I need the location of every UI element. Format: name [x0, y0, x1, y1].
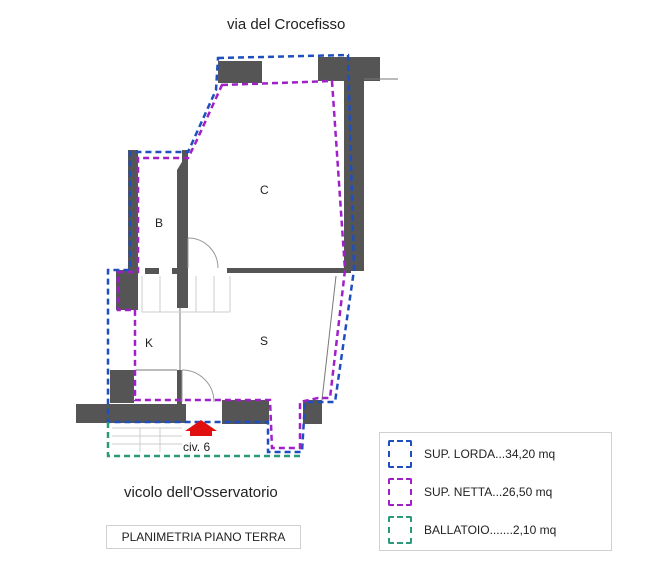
- wall-segment: [172, 268, 188, 274]
- legend-label-net: SUP. NETTA...26,50 mq: [424, 485, 553, 499]
- legend-swatch-net: [388, 478, 412, 506]
- wall-segment: [177, 370, 182, 404]
- entrance-label: civ. 6: [183, 440, 210, 454]
- wall-segment: [177, 152, 188, 308]
- room-label-b: B: [155, 216, 163, 230]
- legend-item-net: SUP. NETTA...26,50 mq: [388, 476, 552, 508]
- door-swings: [181, 237, 219, 403]
- net-area-outline: [116, 79, 347, 450]
- wall-segment: [128, 150, 138, 272]
- street-name-bottom: vicolo dell'Osservatorio: [124, 484, 278, 501]
- stairs: [112, 276, 231, 452]
- legend-label-balcony: BALLATOIO.......2,10 mq: [424, 523, 557, 537]
- legend: SUP. LORDA...34,20 mq SUP. NETTA...26,50…: [379, 432, 612, 551]
- legend-swatch-balcony: [388, 516, 412, 544]
- wall-segment: [116, 270, 138, 310]
- legend-swatch-gross: [388, 440, 412, 468]
- plan-title: PLANIMETRIA PIANO TERRA: [106, 525, 301, 549]
- wall-segment: [145, 268, 159, 274]
- legend-label-gross: SUP. LORDA...34,20 mq: [424, 447, 556, 461]
- wall-segment: [76, 404, 186, 423]
- street-name-top: via del Crocefisso: [227, 16, 346, 33]
- legend-item-gross: SUP. LORDA...34,20 mq: [388, 438, 555, 470]
- wall-segment: [218, 61, 262, 83]
- wall-segment: [303, 400, 322, 424]
- room-label-s: S: [260, 334, 268, 348]
- wall-segment: [110, 370, 134, 403]
- balcony-outline: [106, 422, 300, 458]
- thin-lines: [136, 78, 398, 401]
- wall-segment: [222, 400, 269, 424]
- wall-segment: [344, 79, 364, 271]
- room-label-k: K: [145, 336, 153, 350]
- wall-segment: [227, 268, 351, 273]
- gross-area-outline: [106, 53, 356, 454]
- room-label-c: C: [260, 183, 269, 197]
- legend-item-balcony: BALLATOIO.......2,10 mq: [388, 514, 556, 546]
- entrance-arrow: [185, 420, 217, 436]
